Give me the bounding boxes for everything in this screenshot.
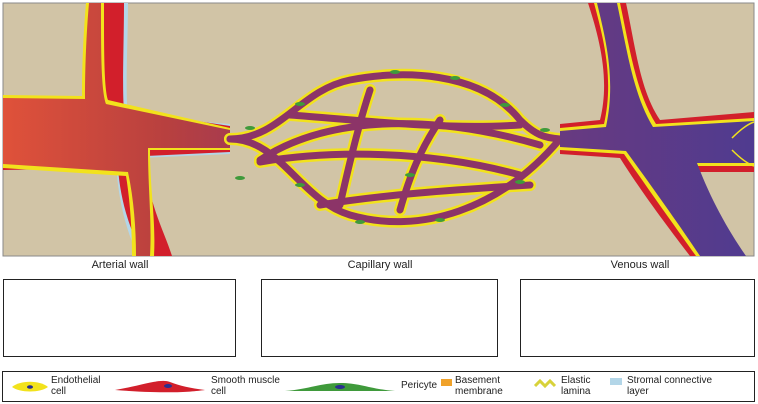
vein (560, 3, 755, 256)
legend-smooth-muscle: Smooth muscle cell (211, 375, 280, 397)
capillary-wall-panel (261, 279, 498, 357)
venous-wall-label: Venous wall (610, 259, 670, 271)
legend: Endothelial cell Smooth muscle cell Peri… (2, 371, 755, 402)
legend-elastic: Elastic lamina (561, 375, 591, 397)
venous-wall-panel (520, 279, 755, 357)
arterial-wall-label: Arterial wall (91, 259, 149, 271)
legend-pericyte: Pericyte (401, 380, 438, 391)
arterial-wall-panel (3, 279, 236, 357)
legend-endothelial: Endothelial cell (51, 375, 101, 397)
legend-icons (12, 378, 622, 393)
legend-basement: Basement membrane (455, 375, 503, 397)
legend-stromal: Stromal connective layer (627, 375, 713, 397)
artery (3, 3, 230, 256)
capillary-network (224, 68, 566, 228)
capillary-wall-label: Capillary wall (347, 259, 413, 271)
